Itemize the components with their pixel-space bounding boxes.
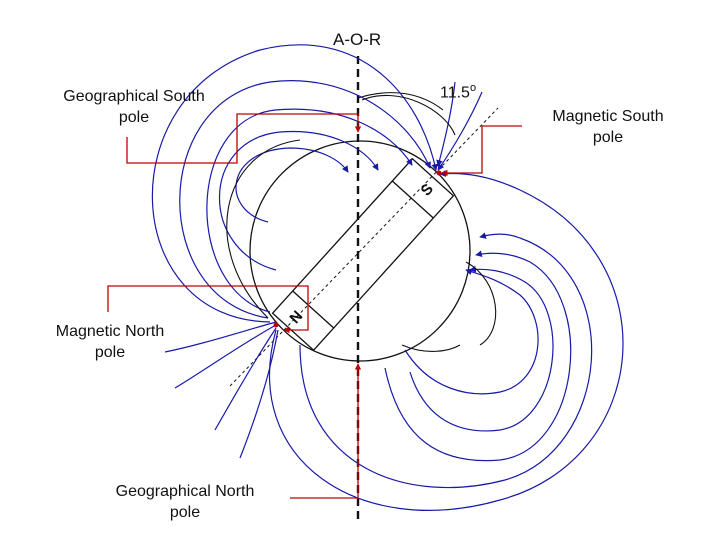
geo-south-line1: Geographical South	[63, 88, 205, 105]
geographical-south-pole-label: Geographical South pole	[44, 86, 224, 128]
field-line	[235, 147, 349, 223]
magnetic-south-pole-dot	[436, 170, 442, 176]
angle-label: 11.5o	[440, 78, 476, 103]
field-lines-north-exit	[164, 321, 279, 459]
black-field-line	[226, 139, 301, 319]
field-line	[299, 232, 593, 489]
bar-magnet: S N	[271, 157, 455, 352]
mag-north-line1: Magnetic North	[55, 323, 165, 340]
field-line	[174, 324, 277, 389]
mag-north-leader	[107, 285, 309, 334]
field-line	[437, 91, 483, 171]
field-line	[164, 321, 277, 353]
black-field-line	[465, 261, 497, 346]
field-line	[436, 81, 456, 167]
magnet-body	[271, 157, 455, 352]
field-line	[206, 108, 413, 313]
field-line	[151, 44, 439, 323]
geo-south-line2: pole	[118, 109, 150, 126]
field-line	[384, 250, 572, 462]
geo-south-leader	[126, 113, 362, 164]
field-lines-lower	[269, 170, 624, 511]
magnetic-north-pole-dot	[273, 322, 279, 328]
mag-north-line2: pole	[94, 344, 126, 361]
geo-north-leader	[290, 363, 362, 499]
mag-south-line1: Magnetic South	[552, 108, 664, 125]
mag-south-leader	[441, 125, 522, 177]
field-line	[214, 327, 277, 431]
black-field-line	[401, 344, 461, 352]
angle-unit: o	[469, 82, 477, 94]
field-line	[404, 268, 539, 395]
magnetic-north-pole-label: Magnetic North pole	[40, 321, 180, 363]
geographical-north-pole-label: Geographical North pole	[100, 481, 270, 523]
angle-value: 11.5	[440, 84, 470, 102]
mag-south-line2: pole	[592, 129, 624, 146]
field-lines-upper	[151, 44, 483, 323]
earth-circle	[249, 140, 471, 362]
magnetic-south-pole-label: Magnetic South pole	[538, 106, 678, 148]
black-field-lines	[226, 94, 497, 352]
field-line	[179, 80, 431, 319]
field-line	[219, 130, 379, 271]
angle-arc	[357, 92, 444, 111]
field-line	[269, 170, 624, 511]
magnet-south-letter: S	[418, 181, 437, 200]
leader-lines	[107, 113, 522, 499]
magnetic-axis-line	[229, 107, 499, 387]
axis-label: A-O-R	[333, 30, 382, 49]
magnet-north-divider	[292, 290, 335, 329]
black-field-line	[361, 94, 456, 136]
geo-north-line2: pole	[169, 504, 201, 521]
magnet-south-divider	[391, 180, 434, 219]
field-line	[409, 265, 554, 432]
geo-north-line1: Geographical North	[115, 483, 255, 500]
field-line	[239, 329, 279, 459]
